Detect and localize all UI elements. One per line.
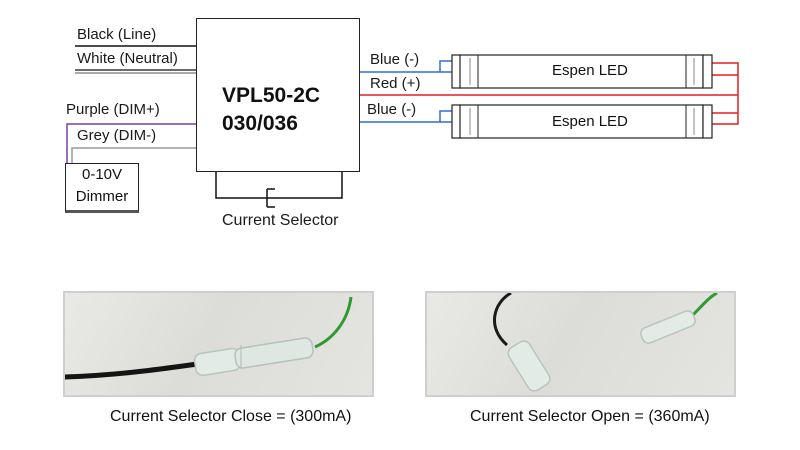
driver-model-line1: VPL50-2C bbox=[222, 84, 321, 107]
label-grey-dim-minus: Grey (DIM-) bbox=[77, 127, 157, 144]
dimmer-line1: 0-10V bbox=[81, 166, 123, 183]
closed-connector-illustration bbox=[65, 296, 353, 380]
led-tube-top bbox=[451, 54, 713, 89]
tube-label-bottom: Espen LED bbox=[552, 113, 628, 130]
dimmer-line2: Dimmer bbox=[75, 188, 129, 205]
driver-box bbox=[196, 18, 360, 172]
current-selector-label: Current Selector bbox=[222, 212, 339, 229]
dimmer-box: 0-10V Dimmer bbox=[65, 163, 139, 213]
current-selector-loop bbox=[215, 172, 343, 199]
label-purple-dim-plus: Purple (DIM+) bbox=[66, 101, 160, 118]
tube-label-top: Espen LED bbox=[552, 62, 628, 79]
red-wire-right-top bbox=[712, 62, 739, 125]
label-blue-minus-bottom: Blue (-) bbox=[367, 101, 417, 118]
open-connector-illustration bbox=[493, 293, 718, 392]
photo-selector-open bbox=[425, 291, 736, 397]
caption-selector-open: Current Selector Open = (360mA) bbox=[470, 408, 710, 425]
label-black-line: Black (Line) bbox=[77, 26, 157, 43]
caption-selector-closed: Current Selector Close = (300mA) bbox=[110, 408, 352, 425]
purple-dim-plus-wire bbox=[66, 123, 196, 163]
led-tube-bottom bbox=[451, 104, 713, 139]
selector-connector-icon bbox=[266, 188, 275, 208]
blue-wire-top bbox=[360, 60, 452, 73]
photo-selector-closed bbox=[63, 291, 374, 397]
grey-dim-minus-wire bbox=[71, 147, 196, 163]
label-white-neutral: White (Neutral) bbox=[77, 50, 178, 67]
label-red-plus: Red (+) bbox=[370, 75, 421, 92]
blue-wire-bottom bbox=[360, 110, 452, 123]
driver-model-line2: 030/036 bbox=[222, 112, 298, 135]
label-blue-minus-top: Blue (-) bbox=[370, 51, 420, 68]
